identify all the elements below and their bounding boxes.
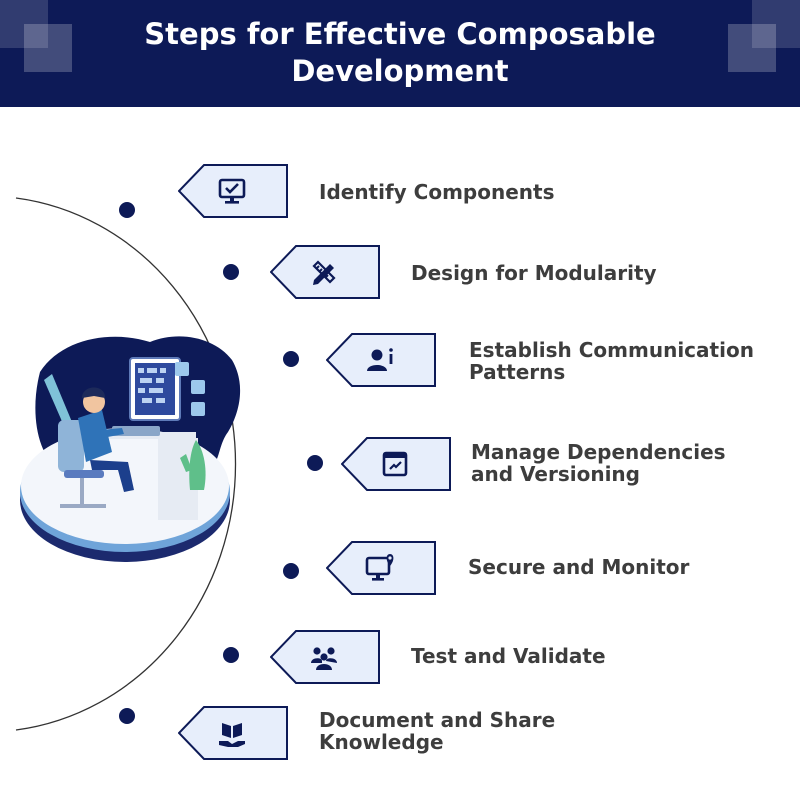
tag-shape [326, 541, 436, 595]
header-banner: Steps for Effective Composable Developme… [0, 0, 800, 107]
step-tag [326, 333, 436, 387]
step-tag [178, 164, 288, 218]
step-label-line: Test and Validate [411, 644, 606, 668]
timeline-dot [223, 647, 239, 663]
step-label: Design for Modularity [411, 262, 657, 284]
team-icon [311, 647, 337, 670]
title-line-1: Steps for Effective Composable [144, 17, 656, 51]
book-hand-icon [219, 723, 245, 747]
person-info-icon [367, 348, 393, 371]
monitor-pin-icon [365, 554, 394, 581]
step-label: Identify Components [319, 181, 555, 203]
step-label-line: Knowledge [319, 730, 444, 754]
decor-square [728, 24, 776, 72]
step-tag [270, 630, 380, 684]
step-label: Test and Validate [411, 645, 606, 667]
title-line-2: Development [291, 54, 509, 88]
step-tag [326, 541, 436, 595]
page-title: Steps for Effective Composable Developme… [0, 16, 800, 90]
timeline-dot [283, 351, 299, 367]
decor-square [24, 24, 72, 72]
tag-shape [178, 164, 288, 218]
monitor-check-icon [218, 178, 246, 204]
step-tag [270, 245, 380, 299]
developer-illustration [20, 336, 241, 562]
timeline-dot [283, 563, 299, 579]
timeline-dot [119, 202, 135, 218]
step-label-line: Manage Dependencies [471, 440, 726, 464]
step-label-line: Document and Share [319, 708, 556, 732]
window-link-icon [382, 451, 408, 477]
timeline-dot [119, 708, 135, 724]
pencil-ruler-icon [312, 260, 336, 285]
step-label-line: Patterns [469, 360, 566, 384]
timeline-dot [223, 264, 239, 280]
tag-shape [341, 437, 451, 491]
step-tag [178, 706, 288, 760]
step-label-line: Secure and Monitor [468, 555, 690, 579]
step-label: Secure and Monitor [468, 556, 689, 578]
step-label-line: Design for Modularity [411, 261, 657, 285]
decor-square [0, 0, 48, 48]
timeline-dot [307, 455, 323, 471]
step-label-line: and Versioning [471, 462, 640, 486]
timeline-arc [15, 197, 237, 731]
step-label-line: Identify Components [319, 180, 555, 204]
step-label-line: Establish Communication [469, 338, 754, 362]
tag-shape [326, 333, 436, 387]
step-tag [341, 437, 451, 491]
decor-square [752, 0, 800, 48]
